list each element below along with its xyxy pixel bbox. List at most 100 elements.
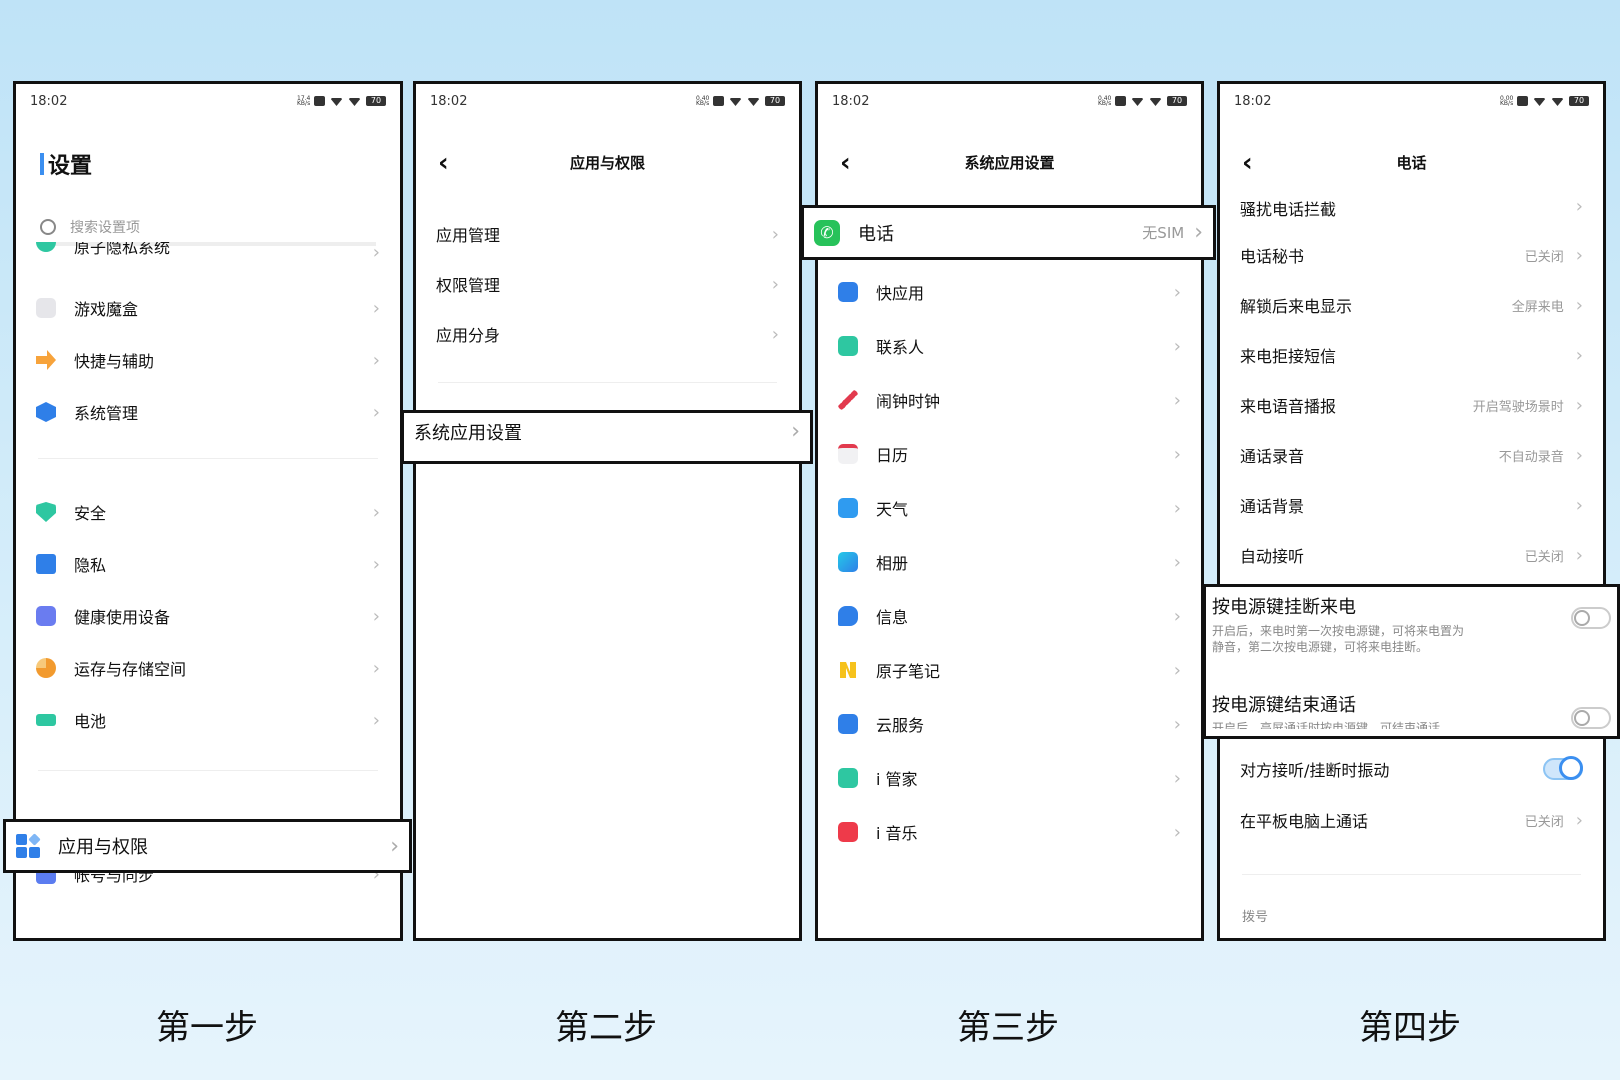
highlight-phone-app[interactable]: ✆ 电话 无SIM › — [801, 205, 1216, 260]
chevron-right-icon: › — [372, 553, 380, 575]
app-item-notes[interactable]: 原子笔记› — [838, 650, 1181, 690]
phone-setting-unlock-display[interactable]: 解锁后来电显示全屏来电› — [1240, 294, 1583, 317]
phone-setting-auto-answer[interactable]: 自动接听已关闭› — [1240, 544, 1583, 567]
highlight-apps-permissions[interactable]: 应用与权限 › — [3, 819, 412, 873]
phone-setting-vibrate-on-answer[interactable]: 对方接听/挂断时振动 — [1240, 749, 1583, 789]
chevron-right-icon: › — [1575, 544, 1583, 566]
contacts-icon — [838, 336, 858, 356]
settings-item-privacy-system[interactable]: 原子隐私系统› — [36, 242, 380, 262]
cloud-service-icon — [838, 714, 858, 734]
chevron-right-icon: › — [1173, 767, 1181, 789]
app-item-clock[interactable]: 闹钟时钟› — [838, 380, 1181, 420]
chevron-right-icon: › — [372, 297, 380, 319]
settings-item-privacy[interactable]: 隐私› — [36, 544, 380, 584]
chevron-right-icon: › — [1575, 809, 1583, 831]
app-item-cloud-service[interactable]: 云服务› — [838, 704, 1181, 744]
phone-setting-call-background[interactable]: 通话背景› — [1240, 494, 1583, 517]
nfc-icon — [314, 96, 325, 106]
nfc-icon — [1115, 96, 1126, 106]
app-item-weather[interactable]: 天气› — [838, 488, 1181, 528]
chevron-right-icon: › — [1575, 394, 1583, 416]
wifi-icon — [747, 98, 760, 106]
phone-setting-call-secretary[interactable]: 电话秘书已关闭› — [1240, 244, 1583, 267]
chevron-right-icon: › — [1173, 281, 1181, 303]
app-item-i-manager[interactable]: i 管家› — [838, 758, 1181, 798]
chevron-right-icon: › — [771, 223, 779, 245]
battery-icon: 70 — [1569, 96, 1589, 106]
phone-setting-call-recording[interactable]: 通话录音不自动录音› — [1240, 444, 1583, 467]
battery-icon — [36, 714, 56, 726]
power-key-hangup-toggle[interactable] — [1571, 607, 1611, 629]
chevron-right-icon: › — [372, 349, 380, 371]
settings-item-security[interactable]: 安全› — [36, 492, 380, 532]
system-hexagon-icon — [36, 402, 56, 422]
page-title: 应用与权限 — [569, 154, 645, 172]
gallery-icon — [838, 552, 858, 572]
chevron-right-icon: › — [1173, 389, 1181, 411]
title-accent-bar — [40, 153, 44, 175]
back-arrow-icon[interactable]: ‹ — [1242, 148, 1253, 178]
power-key-hangup-desc: 开启后，来电时第一次按电源键，可将来电置为静音，第二次按电源键，可将来电挂断。 — [1212, 624, 1465, 654]
chevron-right-icon: › — [372, 863, 380, 885]
chevron-right-icon: › — [1173, 713, 1181, 735]
hourglass-icon — [36, 606, 56, 626]
settings-item-battery[interactable]: 电池› — [36, 700, 380, 740]
phone-setting-voice-announce[interactable]: 来电语音播报开启驾驶场景时› — [1240, 394, 1583, 417]
app-item-contacts[interactable]: 联系人› — [838, 326, 1181, 366]
lock-icon — [36, 554, 56, 574]
search-input[interactable]: 搜索设置项 — [40, 212, 376, 246]
notes-icon — [840, 662, 856, 678]
menu-item-app-clone[interactable]: 应用分身› — [436, 323, 779, 346]
app-item-messages[interactable]: 信息› — [838, 596, 1181, 636]
divider — [438, 382, 777, 383]
messages-icon — [838, 606, 858, 626]
phone-setting-spam-block[interactable]: 骚扰电话拦截› — [1240, 196, 1583, 219]
chevron-right-icon: › — [1575, 244, 1583, 266]
divider — [38, 770, 378, 771]
settings-item-game-box[interactable]: 游戏魔盒› — [36, 288, 380, 328]
shortcut-arrow-icon — [36, 350, 56, 370]
phone-setting-tablet-call[interactable]: 在平板电脑上通话已关闭› — [1240, 809, 1583, 832]
search-placeholder: 搜索设置项 — [70, 220, 140, 236]
menu-item-app-management[interactable]: 应用管理› — [436, 223, 779, 246]
page-title: 设置 — [40, 148, 92, 180]
battery-icon: 70 — [366, 96, 386, 106]
status-time: 18:02 — [1234, 94, 1272, 109]
chevron-right-icon: › — [372, 242, 380, 262]
settings-item-shortcuts[interactable]: 快捷与辅助› — [36, 340, 380, 380]
chevron-right-icon: › — [372, 501, 380, 523]
signal-icon — [330, 98, 343, 106]
power-key-end-call-toggle[interactable] — [1571, 707, 1611, 729]
back-arrow-icon[interactable]: ‹ — [840, 148, 851, 178]
music-icon — [838, 822, 858, 842]
menu-item-permission-management[interactable]: 权限管理› — [436, 273, 779, 296]
chevron-right-icon: › — [1173, 605, 1181, 627]
apps-grid-icon — [16, 833, 41, 858]
chevron-right-icon: › — [1173, 551, 1181, 573]
battery-icon: 70 — [765, 96, 785, 106]
back-arrow-icon[interactable]: ‹ — [438, 148, 449, 178]
settings-item-storage[interactable]: 运存与存储空间› — [36, 648, 380, 688]
i-manager-icon — [838, 768, 858, 788]
divider — [38, 458, 378, 459]
settings-item-healthy-usage[interactable]: 健康使用设备› — [36, 596, 380, 636]
settings-item-system-management[interactable]: 系统管理› — [36, 392, 380, 432]
app-item-gallery[interactable]: 相册› — [838, 542, 1181, 582]
highlight-system-app-settings[interactable]: 系统应用设置 › — [401, 410, 813, 464]
phone-setting-reject-sms[interactable]: 来电拒接短信› — [1240, 344, 1583, 367]
app-item-i-music[interactable]: i 音乐› — [838, 812, 1181, 852]
wifi-icon — [1551, 98, 1564, 106]
app-item-quick-apps[interactable]: 快应用› — [838, 272, 1181, 312]
step-caption-3: 第三步 — [957, 1008, 1059, 1048]
shield-icon — [36, 502, 56, 522]
storage-pie-icon — [36, 658, 56, 678]
chevron-right-icon: › — [1173, 821, 1181, 843]
power-key-end-call-desc: 开启后，亮屏通话时按电源键，可结束通话 — [1212, 721, 1441, 729]
app-item-calendar[interactable]: 日历› — [838, 434, 1181, 474]
vibrate-toggle[interactable] — [1543, 756, 1583, 780]
